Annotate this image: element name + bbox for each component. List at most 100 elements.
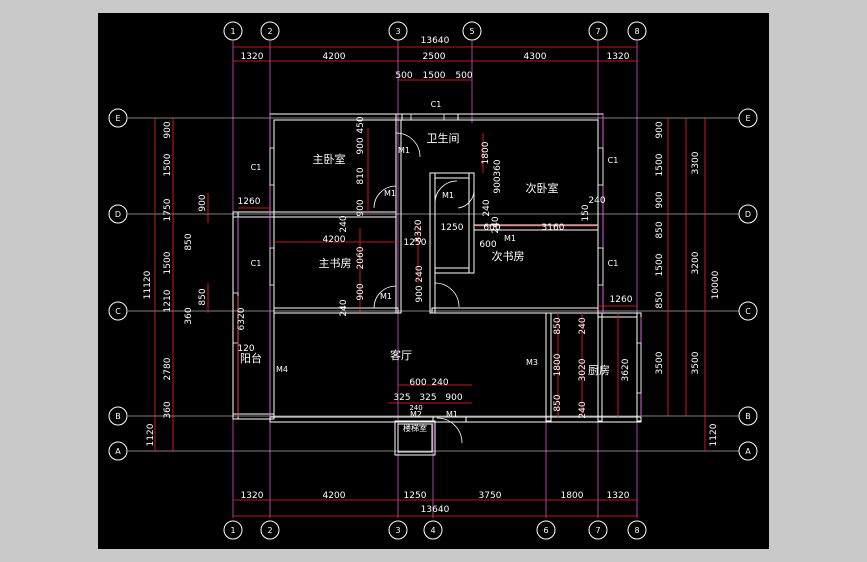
dim-in-900-d: 900 [415, 285, 425, 302]
dim-in-450: 450 [356, 116, 366, 133]
dim-in-600-b: 600 [479, 240, 496, 250]
dim-top-500-b: 500 [455, 71, 472, 81]
axis-label-bottom-6: 6 [543, 526, 548, 535]
dim-in-1260-a: 1260 [238, 197, 261, 207]
axis-label-bottom-7: 7 [595, 526, 600, 535]
room-second-bedroom: 次卧室 [526, 181, 559, 195]
dim-right-3500-a: 3500 [691, 351, 701, 374]
dim-right-850-a: 850 [655, 221, 665, 238]
dim-in-1250-a: 1250 [404, 238, 427, 248]
axis-bubbles [108, 21, 758, 540]
dim-in-360: 360 [493, 159, 503, 176]
door-swings [373, 132, 475, 444]
room-kitchen: 厨房 [588, 364, 610, 377]
dim-in-4200: 4200 [323, 235, 346, 245]
axis-label-bottom-8: 8 [634, 526, 639, 535]
dim-in-240-d: 240 [482, 199, 492, 216]
mark-m1-bathroom: M1 [398, 146, 410, 155]
mark-c1-top: C1 [431, 100, 442, 109]
mark-c1-master-study: C1 [251, 259, 262, 268]
dim-top-500-a: 500 [395, 71, 412, 81]
axis-label-right-E: E [745, 114, 750, 123]
dim-in-240-f: 240 [588, 196, 605, 206]
room-second-study: 次书房 [492, 249, 525, 263]
mark-c1-second-study: C1 [608, 259, 619, 268]
dim-in-2060: 2060 [356, 246, 366, 269]
mark-m1-master-bed: M1 [384, 189, 396, 198]
mark-m1-corridor: M1 [442, 191, 454, 200]
dim-bot-1320-a: 1320 [241, 491, 264, 501]
dim-bot-1250: 1250 [404, 491, 427, 501]
axis-label-left-C: C [115, 307, 121, 316]
dim-left-1500-b: 1500 [163, 251, 173, 274]
axis-label-top-3: 3 [395, 27, 400, 36]
mark-m2: M2 [410, 410, 422, 419]
dim-top-total: 13640 [421, 36, 450, 46]
dim-top-1320-a: 1320 [241, 52, 264, 62]
dim-right-900-a: 900 [655, 121, 665, 138]
dim-right-1500-a: 1500 [655, 153, 665, 176]
dim-in-240-i: 240 [431, 378, 448, 388]
dim-in-325-a: 325 [393, 393, 410, 403]
dim-top-2500: 2500 [423, 52, 446, 62]
dim-in-900-a: 900 [356, 199, 366, 216]
dim-left-1120: 1120 [146, 423, 156, 446]
dim-in-810: 810 [356, 167, 366, 184]
dim-in-900-e: 900 [493, 176, 503, 193]
dim-in-1260-b: 1260 [610, 295, 633, 305]
axis-label-top-1: 1 [230, 27, 235, 36]
axis-label-left-E: E [115, 114, 120, 123]
dim-in-240-a: 240 [339, 215, 349, 232]
dim-in-1800-b: 1800 [553, 353, 563, 376]
room-living-room: 客厅 [390, 348, 412, 362]
dim-in-120: 120 [237, 344, 254, 354]
dim-right-900-b: 900 [655, 191, 665, 208]
dim-in-850-b: 850 [553, 394, 563, 411]
dim-in-3320: 3320 [414, 219, 424, 242]
mark-m1-master-study: M1 [380, 292, 392, 301]
room-bathroom: 卫生间 [427, 131, 460, 145]
axis-label-left-B: B [115, 412, 121, 421]
dim-in-240-j: 240 [409, 404, 422, 412]
dim-in-900-b: 900 [356, 137, 366, 154]
dim-left-900: 900 [163, 121, 173, 138]
dim-left-1500-a: 1500 [163, 153, 173, 176]
dim-left-1210: 1210 [163, 289, 173, 312]
dim-in-3160: 3160 [542, 223, 565, 233]
dim-in-240-h: 240 [578, 401, 588, 418]
dim-left-inner-850-a: 850 [184, 233, 194, 250]
axis-label-bottom-1: 1 [230, 526, 235, 535]
dim-left-total: 11120 [143, 270, 153, 299]
windows [232, 113, 642, 394]
dim-in-600-living: 600 [409, 378, 426, 388]
dim-bot-4200: 4200 [323, 491, 346, 501]
dim-right-3300: 3300 [691, 151, 701, 174]
dimension-lines [154, 46, 706, 517]
dim-left-inner-900: 900 [198, 194, 208, 211]
floor-plan-drawing: 1 2 3 5 7 8 1 2 3 4 6 7 8 E D C B A E D … [108, 21, 758, 540]
axis-label-top-8: 8 [634, 27, 639, 36]
dim-in-6320: 6320 [237, 307, 247, 330]
mark-m1-second-study: M1 [504, 234, 516, 243]
axis-label-left-A: A [115, 447, 121, 456]
dim-in-850-a: 850 [553, 317, 563, 334]
axis-label-right-D: D [745, 210, 751, 219]
dim-bot-3750: 3750 [479, 491, 502, 501]
room-master-study: 主书房 [319, 257, 352, 270]
dim-in-150: 150 [581, 204, 591, 221]
dim-top-4200: 4200 [323, 52, 346, 62]
mark-c1-master-bed: C1 [251, 163, 262, 172]
axis-horizontal-lines [128, 117, 740, 452]
cad-viewport[interactable]: 1 2 3 5 7 8 1 2 3 4 6 7 8 E D C B A E D … [98, 13, 769, 549]
dim-right-1500-b: 1500 [655, 253, 665, 276]
room-balcony: 阳台 [240, 351, 262, 365]
room-stairwell: 楼梯室 [403, 423, 427, 433]
mark-m3: M3 [526, 358, 538, 367]
dim-in-600: 600 [483, 223, 500, 233]
dim-right-3200: 3200 [691, 251, 701, 274]
mark-m4: M4 [276, 365, 288, 374]
axis-label-bottom-3: 3 [395, 526, 400, 535]
room-master-bedroom: 主卧室 [313, 152, 346, 166]
axis-label-top-2: 2 [267, 27, 272, 36]
dim-bot-total: 13640 [421, 505, 450, 515]
